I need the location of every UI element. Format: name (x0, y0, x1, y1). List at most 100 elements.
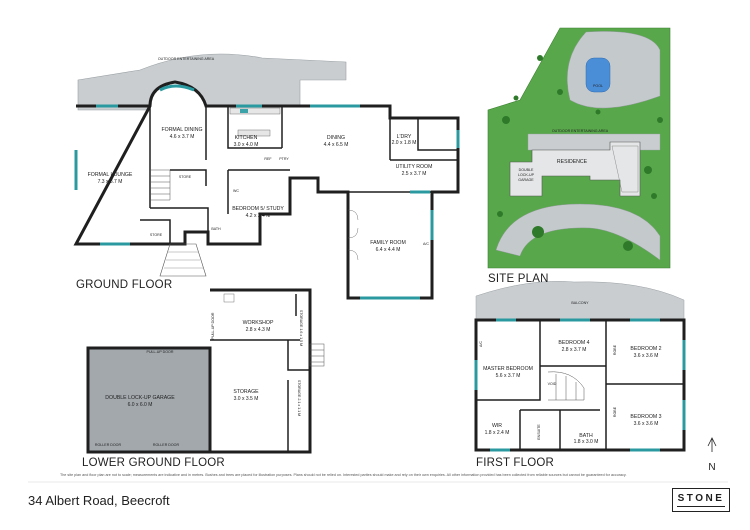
first-windows (474, 318, 686, 452)
room-garage-name: DOUBLE LOCK-UP GARAGE (105, 395, 175, 401)
pool (585, 57, 611, 93)
ground-interior-walls (140, 106, 458, 244)
ground-windows (74, 84, 460, 300)
robe-label-2: ROBE (613, 406, 617, 417)
room-dining-dims: 4.4 x 6.5 M (324, 142, 349, 148)
site-residence-label: RESIDENCE (557, 159, 588, 165)
site-lower-driveway (495, 203, 661, 261)
storage-small-label-1: STORAGE 1.6 x 1.5 M (299, 310, 303, 346)
room-wir-name: WIR (492, 423, 502, 429)
room-utility-dims: 2.5 x 3.7 M (402, 171, 427, 177)
room-formal-lounge-name: FORMAL LOUNGE (88, 172, 133, 178)
site-residence (509, 141, 641, 197)
room-family-dims: 6.4 x 4.4 M (376, 247, 401, 253)
room-bedroom4-dims: 2.8 x 3.7 M (562, 347, 587, 353)
brand-logo: STONE (672, 488, 730, 512)
first-ac-label: A/C (479, 341, 483, 347)
room-bedroom3-dims: 3.6 x 3.6 M (634, 421, 659, 427)
first-floor-plan: BALCONY MASTER BEDROOM 5.6 x 3.7 M BEDRO… (474, 281, 686, 469)
pull-up-door-label-1: PULL-UP DOOR (147, 350, 174, 354)
room-workshop-name: WORKSHOP (243, 320, 274, 326)
room-bedroom4-name: BEDROOM 4 (558, 340, 589, 346)
room-bedroom2-dims: 3.6 x 3.6 M (634, 353, 659, 359)
store-label-2: STORE (150, 233, 163, 237)
room-family-name: FAMILY ROOM (370, 240, 406, 246)
room-formal-lounge-dims: 7.3 x 3.7 M (98, 179, 123, 185)
brand-rule (677, 505, 725, 507)
pool-label: POOL (593, 84, 603, 88)
room-utility-name: UTILITY ROOM (396, 164, 433, 170)
ensuite-label: ENSUITE (537, 424, 541, 440)
room-master-bedroom-dims: 5.6 x 3.7 M (496, 373, 521, 379)
room-kitchen-dims: 3.0 x 4.0 M (234, 142, 259, 148)
pull-up-door-label-2: PULL-UP DOOR (211, 312, 215, 339)
north-compass: N (707, 437, 717, 473)
ground-floor-plan: OUTDOOR ENTERTAINING AREA (73, 53, 460, 300)
bath-label: BATH (211, 227, 221, 231)
lower-ground-floor-plan: WORKSHOP 2.8 x 4.3 M STORAGE 3.0 x 3.5 M… (82, 288, 325, 469)
site-plan: POOL OUTDOOR ENTERTAINING AREA RESIDENCE… (487, 27, 671, 285)
room-bath-name: BATH (579, 433, 593, 439)
north-letter: N (708, 462, 715, 473)
first-exterior-walls (474, 318, 686, 452)
brand-name: STONE (677, 492, 725, 504)
balcony (475, 281, 685, 321)
ground-floor-heading: GROUND FLOOR (76, 279, 172, 291)
site-trees (497, 55, 663, 251)
room-bedroom2-name: BEDROOM 2 (630, 346, 661, 352)
first-interior-walls (476, 320, 684, 450)
kitchen-bench (229, 107, 281, 115)
disclaimer-text: The site plan and floor plan are not to … (60, 473, 627, 477)
room-storage-dims: 3.0 x 3.5 M (234, 396, 259, 402)
room-laundry-dims: 2.0 x 1.8 M (392, 140, 417, 146)
lower-interior-walls (210, 294, 310, 452)
room-bedroom3-name: BEDROOM 3 (630, 414, 661, 420)
outdoor-area-label: OUTDOOR ENTERTAINING AREA (158, 57, 215, 61)
kitchen-sink-icon (240, 109, 248, 113)
room-formal-dining-name: FORMAL DINING (161, 127, 202, 133)
ground-exterior-walls (73, 80, 460, 300)
site-driveway (567, 31, 661, 109)
refrigerator-label: REF (264, 157, 272, 161)
room-workshop-dims: 2.8 x 4.3 M (246, 327, 271, 333)
roller-door-label-1: ROLLER DOOR (95, 443, 122, 447)
room-wir-dims: 1.8 x 2.4 M (485, 430, 510, 436)
site-plan-heading: SITE PLAN (488, 273, 549, 285)
site-outdoor-label: OUTDOOR ENTERTAINING AREA (552, 129, 609, 133)
entry-step-lines (164, 251, 203, 269)
room-bedroom5-name: BEDROOM 5/ STUDY (232, 206, 284, 212)
room-laundry-name: L'DRY (397, 134, 412, 140)
lower-stairs (309, 343, 325, 367)
first-floor-heading: FIRST FLOOR (476, 457, 554, 469)
site-roof-hatch (611, 145, 639, 193)
garage-floor (88, 348, 210, 452)
outdoor-entertaining-area (77, 53, 347, 111)
robe-label-1: ROBE (613, 344, 617, 355)
storage-small-label-2: STORAGE 2.1 x 1.1 M (297, 380, 301, 416)
pantry-label: PTRY (279, 157, 289, 161)
room-dining-name: DINING (327, 135, 345, 141)
site-garage-line-1: DOUBLE (519, 168, 534, 172)
site-garage-line-2: LOCK-UP (518, 173, 535, 177)
lower-exterior-walls (86, 288, 312, 454)
ac-label: A/C (423, 242, 429, 246)
family-room-doors (347, 209, 359, 261)
void-label: VOID (548, 382, 557, 386)
room-storage-name: STORAGE (233, 389, 259, 395)
wc-label: WC (233, 189, 239, 193)
room-formal-dining-dims: 4.6 x 3.7 M (170, 134, 195, 140)
store-label-1: STORE (179, 175, 192, 179)
room-bedroom5-dims: 4.2 x 2.4 M (246, 213, 271, 219)
room-garage-dims: 6.0 x 6.0 M (128, 402, 153, 408)
roller-door-label-2: ROLLER DOOR (153, 443, 180, 447)
site-garage-line-3: GARAGE (518, 178, 534, 182)
first-stairs (547, 371, 585, 401)
kitchen-island (237, 129, 271, 137)
room-bath-dims: 1.8 x 3.0 M (574, 439, 599, 445)
entry-steps (159, 243, 207, 277)
lower-fixture (223, 293, 235, 303)
property-address: 34 Albert Road, Beecroft (28, 493, 170, 508)
lower-floor-heading: LOWER GROUND FLOOR (82, 457, 225, 469)
balcony-label: BALCONY (571, 301, 589, 305)
